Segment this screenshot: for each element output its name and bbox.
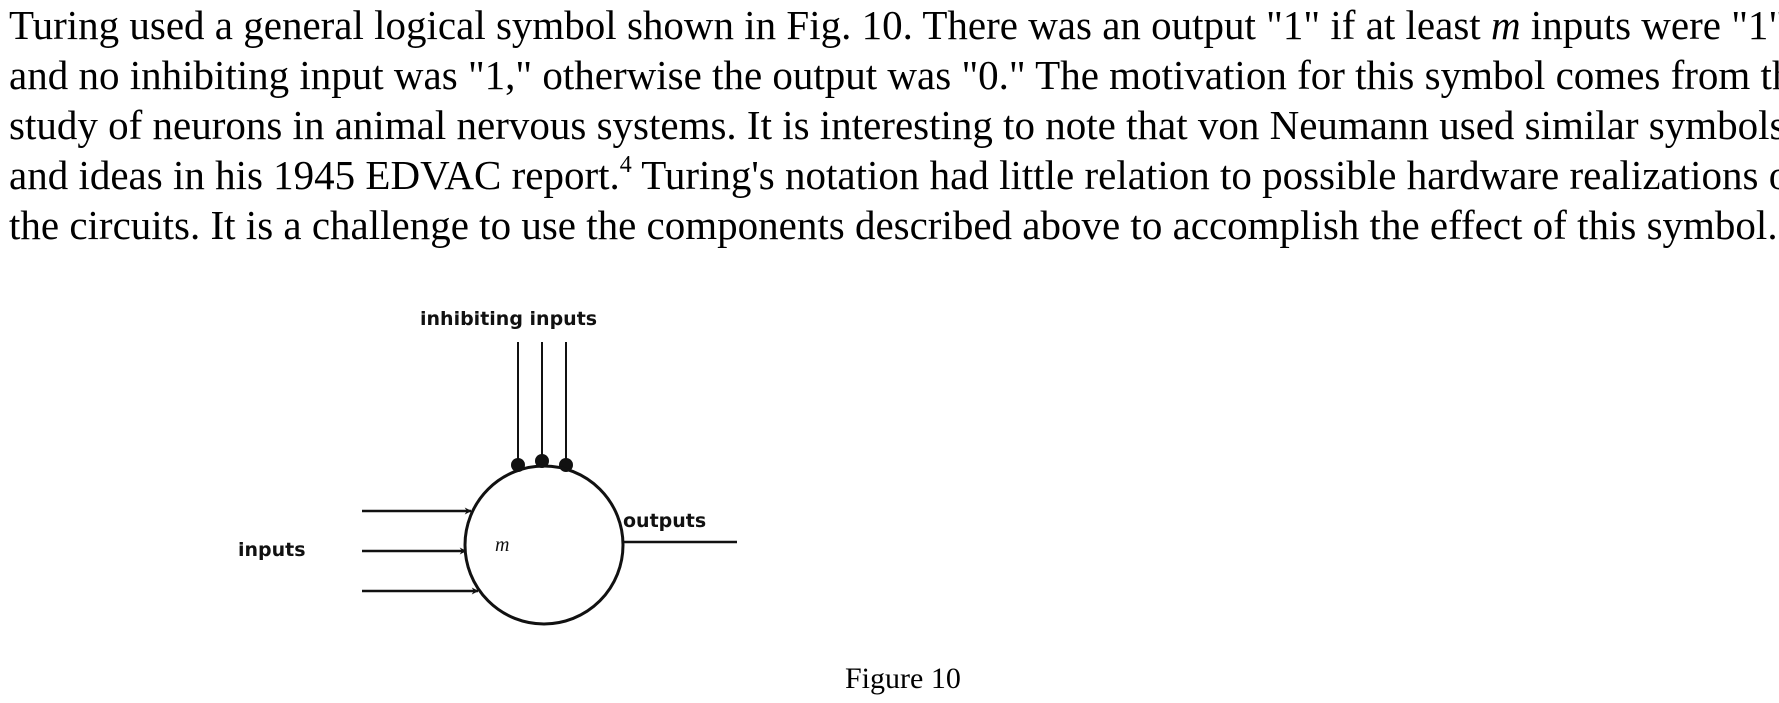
threshold-m-label: m xyxy=(495,534,509,556)
inputs-label: inputs xyxy=(238,539,306,561)
text: inputs were "1" xyxy=(1520,2,1779,48)
inhibit-dot xyxy=(535,454,549,468)
text: and ideas in his 1945 EDVAC report. xyxy=(9,152,620,198)
neuron-circle xyxy=(463,464,625,626)
paragraph-line-5: the circuits. It is a challenge to use t… xyxy=(9,202,1778,248)
footnote-reference[interactable]: 4 xyxy=(619,152,632,178)
paragraph-line-3: study of neurons in animal nervous syste… xyxy=(9,102,1779,148)
variable-m: m xyxy=(1490,2,1521,48)
paragraph-line-4: and ideas in his 1945 EDVAC report.4 Tur… xyxy=(9,150,1779,200)
text: Turing used a general logical symbol sho… xyxy=(9,2,1491,48)
outputs-label: outputs xyxy=(623,510,706,532)
inhibiting-inputs-label: inhibiting inputs xyxy=(420,308,597,330)
figure-caption: Figure 10 xyxy=(845,662,961,695)
body-paragraph: Turing used a general logical symbol sho… xyxy=(9,0,1779,250)
text: Turing's notation had little relation to… xyxy=(631,152,1779,198)
paragraph-line-2: and no inhibiting input was "1," otherwi… xyxy=(9,52,1779,98)
paragraph-line-1: Turing used a general logical symbol sho… xyxy=(9,0,1779,50)
